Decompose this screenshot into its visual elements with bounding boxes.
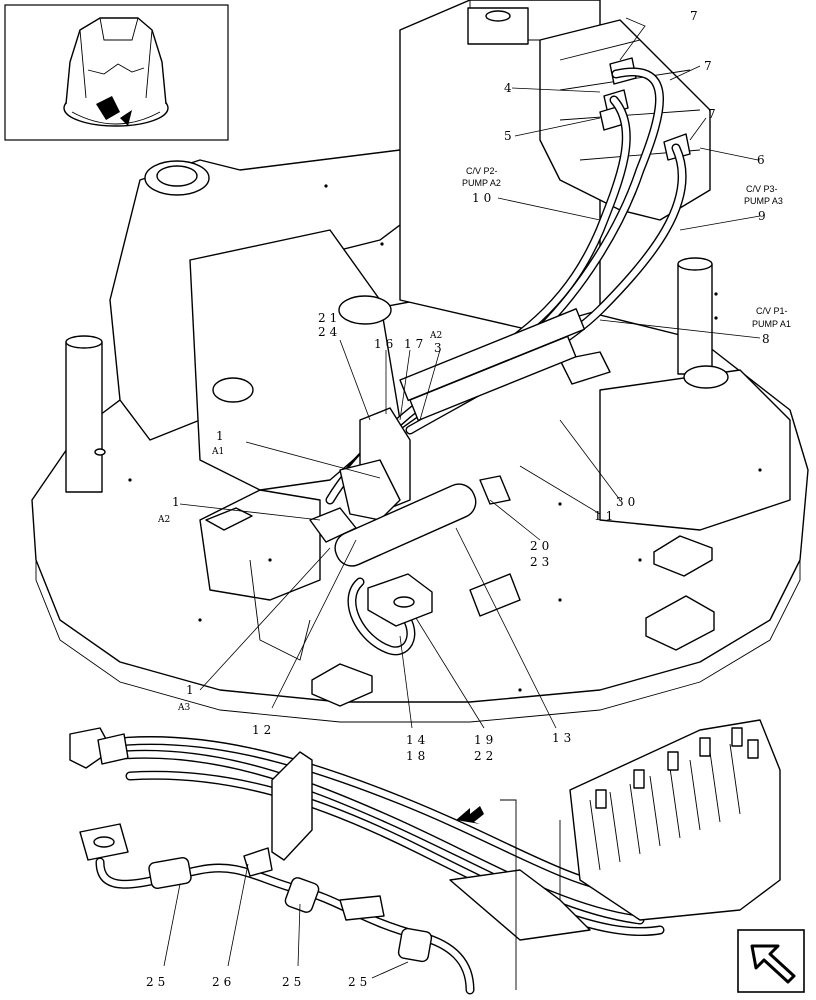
callout-30: 30 — [616, 495, 639, 509]
callout-4: 4 — [504, 81, 512, 95]
upper-hoses — [309, 67, 687, 656]
callout-3: 3 — [434, 341, 442, 355]
callout-14: 14 — [406, 733, 429, 747]
upper-frame — [31, 0, 809, 723]
callout-labels: 7 7 7 4 5 6 C/V P2- PUMP A2 10 C/V P3- P… — [146, 9, 791, 989]
callout-1-a2: 1 — [172, 495, 180, 509]
cv-p2-label-1: C/V P2- — [466, 166, 498, 176]
callout-16: 16 — [374, 337, 397, 351]
callout-17: 17 — [404, 337, 427, 351]
callout-23: 23 — [530, 555, 553, 569]
callout-19: 19 — [474, 733, 497, 747]
callout-25a: 25 — [146, 975, 169, 989]
callout-25c: 25 — [348, 975, 371, 989]
callout-21: 21 — [318, 311, 341, 325]
callout-6: 6 — [757, 153, 765, 167]
callout-18: 18 — [406, 749, 429, 763]
callout-12: 12 — [252, 723, 275, 737]
callout-11: 11 — [594, 509, 617, 523]
callout-5: 5 — [504, 129, 512, 143]
callout-7a: 7 — [690, 9, 698, 23]
callout-24: 24 — [318, 325, 341, 339]
cv-p1-label-2: PUMP A1 — [752, 319, 791, 329]
view-direction-arrow-icon — [456, 806, 484, 824]
callout-22: 22 — [474, 749, 497, 763]
callout-9: 9 — [758, 209, 766, 223]
callout-20: 20 — [530, 539, 553, 553]
callout-a2-top: A2 — [429, 331, 442, 341]
cv-p3-label-1: C/V P3- — [746, 184, 778, 194]
callout-8: 8 — [762, 332, 770, 346]
callout-25b: 25 — [282, 975, 305, 989]
callout-7b: 7 — [704, 59, 712, 73]
callout-13: 13 — [552, 731, 575, 745]
callout-a3: A3 — [177, 703, 190, 713]
callout-1-a3: 1 — [186, 683, 194, 697]
callout-7c: 7 — [708, 107, 716, 121]
next-page-arrow-icon[interactable] — [737, 929, 805, 993]
callout-26: 26 — [212, 975, 235, 989]
callout-a2: A2 — [157, 515, 170, 525]
machine-overview-inset[interactable] — [4, 4, 229, 141]
callout-1-a1: 1 — [216, 429, 224, 443]
cv-p2-label-2: PUMP A2 — [462, 178, 501, 188]
leader-lines — [163, 17, 761, 979]
callout-a1: A1 — [211, 447, 224, 457]
callout-10: 10 — [472, 191, 495, 205]
cv-p3-label-2: PUMP A3 — [744, 196, 783, 206]
cv-p1-label-1: C/V P1- — [756, 306, 788, 316]
lower-hose-assembly — [69, 719, 781, 995]
